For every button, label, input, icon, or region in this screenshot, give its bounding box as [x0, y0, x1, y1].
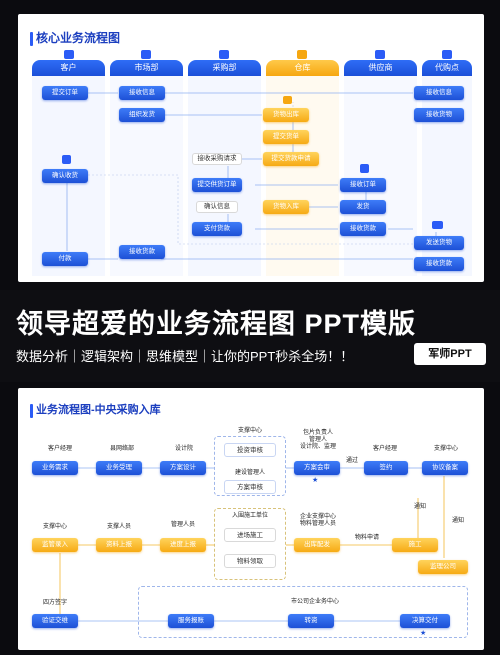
label-material-apply: 物料申请 — [354, 535, 379, 541]
node-construction: 施工 — [392, 538, 438, 552]
label-customer-manager: 客户经理 — [47, 446, 72, 452]
star-icon: ★ — [312, 477, 319, 484]
node-wh-ship-out: 货物出库 — [263, 108, 309, 122]
node-business-accept: 业务受理 — [96, 461, 142, 475]
title-accent — [30, 32, 33, 46]
node-dp-receive-payment: 接收货款 — [414, 257, 464, 271]
node-wh-goods-in: 货物入库 — [263, 200, 309, 214]
label-notify-2: 通知 — [451, 518, 464, 524]
title-accent-2 — [30, 404, 33, 418]
store-icon — [442, 50, 452, 59]
header-marketing: 市场部 — [110, 60, 183, 76]
node-plan-design: 方案设计 — [160, 461, 206, 475]
truck-icon — [432, 221, 443, 229]
banner-title: 领导超爱的业务流程图 PPT模版 — [16, 309, 417, 339]
banner-subtitle: 数据分析｜逻辑架构｜思维模型｜让你的PPT秒杀全场！！ — [16, 349, 354, 364]
node-service-report: 服务报账 — [168, 614, 214, 628]
banner — [0, 290, 500, 382]
node-material-collect: 物料领取 — [224, 554, 276, 568]
node-verify-handover: 验证交维 — [32, 614, 78, 628]
label-enterprise-support: 企业支撑中心 物料管理人员 — [299, 514, 336, 527]
node-submit-order: 提交订单 — [42, 86, 88, 100]
node-organize-ship: 组织发货 — [119, 108, 165, 122]
slide2-connectors — [59, 467, 445, 622]
construction-group — [214, 508, 286, 580]
node-settlement: 决算交付 — [400, 614, 450, 628]
label-pass: 通过 — [345, 458, 358, 464]
person-icon — [64, 50, 74, 59]
slide2-title: 业务流程图-中央采购入库 — [36, 404, 161, 416]
header-agent: 代购点 — [422, 60, 472, 76]
node-plan-review: 方案审核 — [224, 480, 276, 494]
node-mkt-receive-info: 接收信息 — [119, 86, 165, 100]
document-icon — [360, 164, 369, 173]
label-package-owner: 包片负责人 管理人 设计院、监理 — [299, 430, 336, 450]
node-supervise-entry: 监管录入 — [32, 538, 78, 552]
building-icon — [375, 50, 385, 59]
node-confirm-receipt: 确认收货 — [42, 169, 88, 183]
label-notify-1: 通知 — [413, 504, 426, 510]
node-wh-payment-request: 提交货款申请 — [263, 152, 319, 166]
node-plan-meeting: 方案会审 — [294, 461, 340, 475]
node-agreement-file: 协议备案 — [422, 461, 468, 475]
node-material-upload: 资料上报 — [96, 538, 142, 552]
label-construction-unit: 入围施工单位 — [231, 513, 268, 519]
label-manager-staff: 管理人员 — [170, 522, 195, 528]
header-supplier: 供应商 — [344, 60, 417, 76]
node-submit-purchase-order: 提交供货订单 — [192, 178, 242, 192]
note-confirm-info: 确认信息 — [196, 201, 238, 213]
node-business-demand: 业务需求 — [32, 461, 78, 475]
node-dp-deliver: 发送货物 — [414, 236, 464, 250]
node-sup-ship: 发货 — [340, 200, 386, 214]
cart-icon — [219, 50, 229, 59]
lane-purchasing — [188, 76, 261, 276]
node-pay: 付款 — [42, 252, 88, 266]
node-dp-receive-goods: 接收货物 — [414, 108, 464, 122]
label-four-sign: 四方签字 — [42, 600, 67, 606]
label-support-center-3: 支撑中心 — [42, 524, 67, 530]
review-group — [214, 436, 286, 496]
checklist-icon — [62, 155, 71, 164]
node-progress-build: 进场施工 — [224, 528, 276, 542]
node-sup-receive-order: 接收订单 — [340, 178, 386, 192]
note-purchase-request: 接收采购请求 — [192, 153, 242, 165]
team-icon — [141, 50, 151, 59]
slide-core-flow: 核心业务流程图 客户 市场部 采购部 仓库 供应商 代购点 — [18, 14, 484, 282]
settlement-group — [138, 586, 468, 638]
slide1-title: 核心业务流程图 — [36, 31, 121, 45]
node-sup-receive-payment: 接收货款 — [340, 222, 386, 236]
node-outbound-dispatch: 出库配发 — [294, 538, 340, 552]
node-wh-confirm-invoice: 提交货单 — [263, 130, 309, 144]
header-warehouse: 仓库 — [266, 60, 339, 76]
node-progress-report: 进度上报 — [160, 538, 206, 552]
star-icon-2: ★ — [420, 630, 427, 637]
header-customer: 客户 — [32, 60, 105, 76]
header-purchasing: 采购部 — [188, 60, 261, 76]
lane-supplier — [344, 76, 417, 276]
label-city-enterprise: 市公司企业务中心 — [290, 599, 339, 605]
brand-badge: 军师PPT — [414, 343, 486, 365]
label-support-center: 支撑中心 — [237, 428, 262, 434]
label-county-bureau: 县网络部 — [109, 446, 134, 452]
warehouse-icon — [297, 50, 307, 59]
label-design-institute: 设计院 — [174, 446, 193, 452]
label-support-center-2: 支撑中心 — [433, 446, 458, 452]
node-pay-goods: 支付货款 — [192, 222, 242, 236]
label-support-staff: 支撑人员 — [106, 524, 131, 530]
label-build-mgmt: 建设管理人 — [234, 470, 265, 476]
node-mkt-receive-payment: 接收货款 — [119, 245, 165, 259]
node-sign: 签约 — [364, 461, 408, 475]
slide-central-purchase: 业务流程图-中央采购入库 客户经理 县网络部 设计院 — [18, 388, 484, 650]
node-dp-receive-info: 接收信息 — [414, 86, 464, 100]
node-invest-review: 投资审核 — [224, 443, 276, 457]
box-icon — [283, 96, 292, 104]
label-customer-manager-2: 客户经理 — [372, 446, 397, 452]
node-transfer: 转资 — [288, 614, 334, 628]
node-supervise-company: 监理公司 — [418, 560, 468, 574]
